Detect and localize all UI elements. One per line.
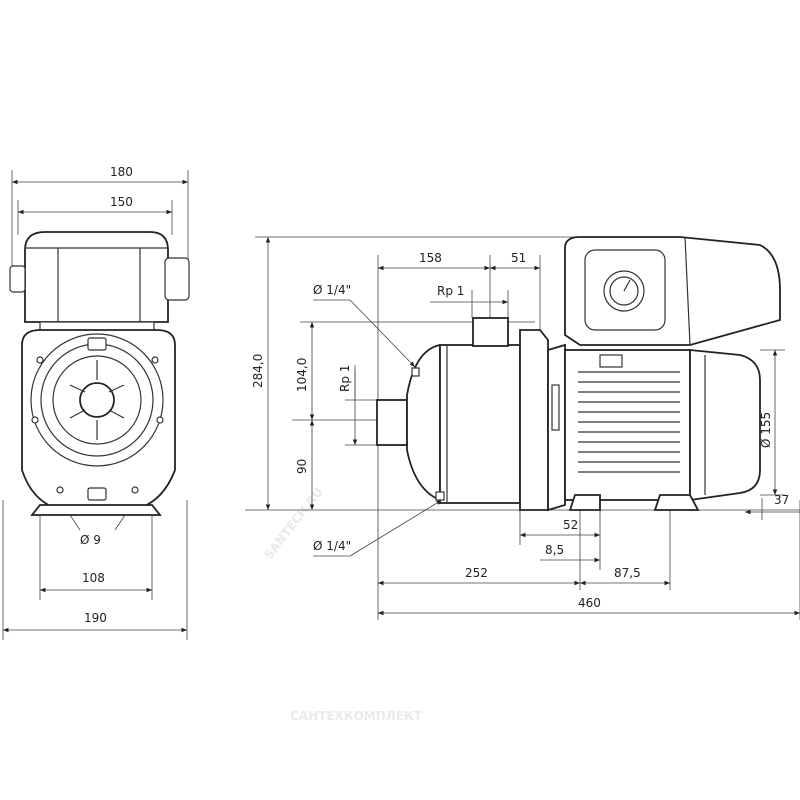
dim-plug-bottom: Ø 1/4" xyxy=(313,539,351,553)
svg-text:САНТЕХКОМПЛЕКТ: САНТЕХКОМПЛЕКТ xyxy=(290,709,423,723)
front-view: 180 150 Ø 9 108 190 xyxy=(2,165,190,640)
dim-hole: Ø 9 xyxy=(80,533,101,547)
dim-104: 104,0 xyxy=(295,358,309,392)
dim-inlet-thread: Rp 1 xyxy=(338,365,352,392)
dim-87-5: 87,5 xyxy=(614,566,641,580)
dim-180: 180 xyxy=(110,165,133,179)
dim-158: 158 xyxy=(419,251,442,265)
dim-190: 190 xyxy=(84,611,107,625)
dim-252: 252 xyxy=(465,566,488,580)
dim-108: 108 xyxy=(82,571,105,585)
dim-284: 284,0 xyxy=(251,354,265,388)
dim-37: 37 xyxy=(774,493,789,507)
dim-plug-top: Ø 1/4" xyxy=(313,283,351,297)
dim-52: 52 xyxy=(563,518,578,532)
dim-outlet-thread: Rp 1 xyxy=(437,284,464,298)
dim-51: 51 xyxy=(511,251,526,265)
watermark-bottom: САНТЕХКОМПЛЕКТ xyxy=(290,709,423,723)
dim-90: 90 xyxy=(295,459,309,474)
dim-155: Ø 155 xyxy=(759,412,773,448)
dim-460: 460 xyxy=(578,596,601,610)
dim-8-5: 8,5 xyxy=(545,543,564,557)
side-view: 284,0 104,0 90 Rp 1 158 51 Rp 1 Ø 1/4" Ø… xyxy=(245,236,800,620)
dim-150: 150 xyxy=(110,195,133,209)
